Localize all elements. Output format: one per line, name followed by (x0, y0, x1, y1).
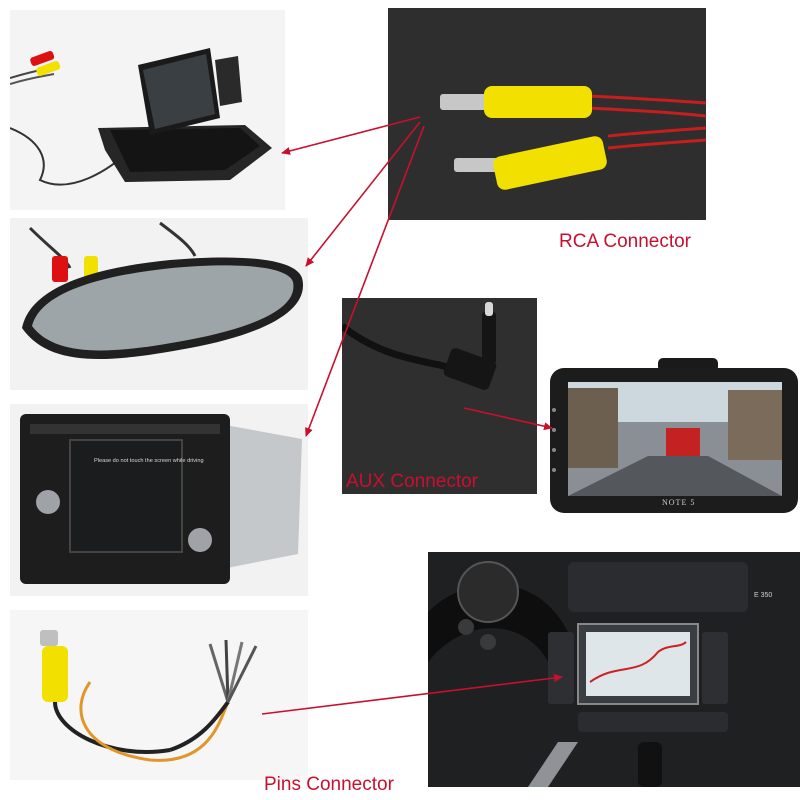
foldable-monitor-photo (10, 10, 285, 210)
red-arrow-icon (261, 674, 563, 715)
pins-connector-label: Pins Connector (264, 774, 394, 795)
red-arrow-icon (305, 121, 421, 267)
dashcam-photo: NOTE 5 (548, 358, 800, 530)
dashboard-badge-text: E 350 (754, 592, 773, 599)
rca-connector-label: RCA Connector (559, 231, 692, 252)
head-unit-warning-text: Please do not touch the screen while dri… (94, 458, 204, 464)
foldable-monitor-illustration (10, 48, 272, 186)
head-unit-photo: Please do not touch the screen while dri… (10, 404, 308, 596)
aux-connector-photo (342, 298, 537, 494)
rca-connectors-photo (388, 8, 706, 220)
pins-connector-illustration (40, 630, 258, 762)
rca-connectors-illustration (388, 8, 706, 220)
head-unit-illustration (20, 414, 302, 584)
red-arrow-icon (305, 125, 425, 437)
aux-connector-illustration (342, 302, 497, 390)
mirror-monitor-illustration (22, 221, 304, 360)
red-arrow-icon (281, 116, 421, 155)
dashcam-illustration (550, 358, 798, 513)
dashcam-brand: NOTE 5 (662, 498, 696, 507)
dashboard-illustration (428, 552, 800, 787)
aux-connector-label: AUX Connector (346, 471, 479, 492)
dashboard-photo: E 350 (428, 552, 800, 787)
red-arrow-icon (463, 407, 553, 431)
mirror-monitor-photo (10, 218, 308, 390)
pins-connector-photo (10, 610, 308, 780)
